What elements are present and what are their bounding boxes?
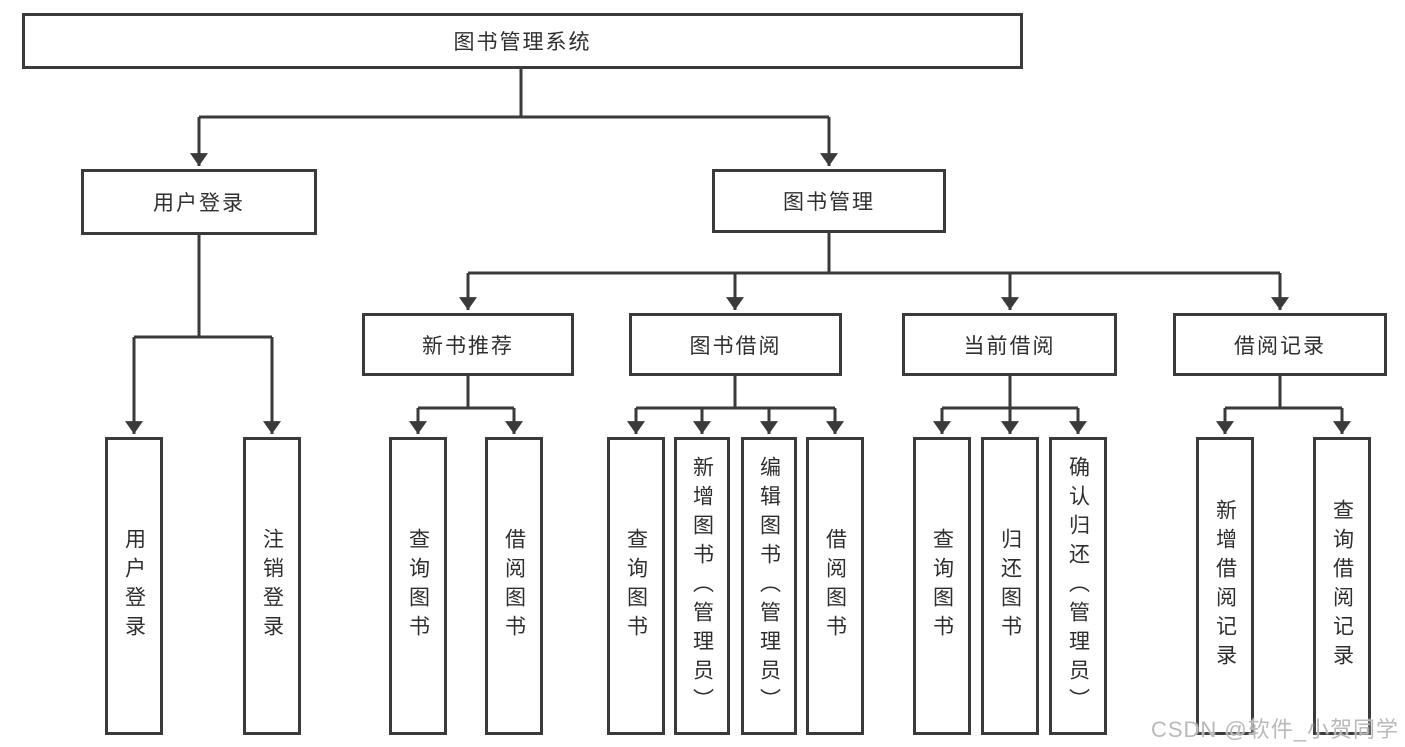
leaf-query-borrow-record-label: 查询借阅记录	[1330, 499, 1354, 673]
leaf-borrow-books-label: 借阅图书	[823, 528, 847, 644]
node-current-borrow-label: 当前借阅	[963, 334, 1056, 358]
leaf-return-book-label: 归还图书	[998, 528, 1022, 644]
leaf-query-borrow-record: 查询借阅记录	[1313, 437, 1371, 735]
node-new-book-recommend-label: 新书推荐	[422, 334, 514, 358]
leaf-logout-label: 注销登录	[260, 528, 284, 644]
leaf-borrow-books: 借阅图书	[806, 437, 864, 735]
node-new-book-recommend: 新书推荐	[362, 313, 574, 376]
node-book-management-label: 图书管理	[783, 191, 875, 214]
node-borrow-records-label: 借阅记录	[1234, 334, 1326, 358]
node-root-label: 图书管理系统	[453, 31, 592, 54]
leaf-query-books-recommend: 查询图书	[389, 437, 447, 735]
leaf-borrow-books-recommend-label: 借阅图书	[502, 528, 526, 644]
leaf-add-book-admin: 新增图书（管理员）	[674, 437, 730, 735]
node-borrow-records: 借阅记录	[1173, 313, 1387, 376]
leaf-logout: 注销登录	[243, 437, 301, 735]
leaf-query-books-current: 查询图书	[913, 437, 971, 735]
watermark: CSDN @软件_小贺同学	[1150, 717, 1399, 742]
leaf-add-book-admin-label: 新增图书（管理员）	[690, 455, 714, 717]
leaf-add-borrow-record: 新增借阅记录	[1196, 437, 1254, 735]
node-user-login-branch-label: 用户登录	[153, 192, 245, 215]
node-book-borrow: 图书借阅	[629, 313, 842, 376]
node-book-borrow-label: 图书借阅	[689, 334, 782, 358]
node-user-login-branch: 用户登录	[81, 169, 317, 235]
leaf-add-borrow-record-label: 新增借阅记录	[1213, 499, 1237, 673]
leaf-borrow-books-recommend: 借阅图书	[485, 437, 543, 735]
leaf-confirm-return-admin-label: 确认归还（管理员）	[1066, 455, 1090, 717]
leaf-confirm-return-admin: 确认归还（管理员）	[1049, 437, 1107, 735]
node-current-borrow: 当前借阅	[902, 313, 1117, 376]
node-root: 图书管理系统	[22, 13, 1023, 69]
leaf-user-login: 用户登录	[105, 437, 163, 735]
leaf-query-books-borrow: 查询图书	[607, 437, 665, 735]
leaf-query-books-current-label: 查询图书	[930, 528, 954, 644]
leaf-edit-book-admin: 编辑图书（管理员）	[741, 437, 797, 735]
leaf-edit-book-admin-label: 编辑图书（管理员）	[757, 455, 781, 717]
leaf-query-books-borrow-label: 查询图书	[624, 528, 648, 644]
node-book-management: 图书管理	[712, 169, 946, 233]
leaf-return-book: 归还图书	[981, 437, 1039, 735]
leaf-query-books-recommend-label: 查询图书	[406, 528, 430, 644]
leaf-user-login-label: 用户登录	[122, 528, 146, 644]
